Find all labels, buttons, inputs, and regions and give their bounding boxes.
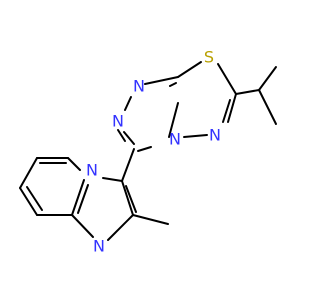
- bond: [71, 214, 94, 238]
- bond: [67, 157, 81, 171]
- atom-label-layer: N N N S N N N: [86, 48, 221, 256]
- bond: [183, 134, 208, 138]
- bond: [168, 102, 179, 138]
- molecule-canvas: N N N S N N N: [19, 48, 277, 256]
- bond: [121, 148, 135, 182]
- bond: [258, 66, 277, 91]
- atom-n-fused-bridge: N: [169, 130, 181, 149]
- bond: [26, 186, 43, 211]
- atom-n-triazole-left: N: [112, 112, 124, 131]
- bond-layer: [19, 61, 277, 241]
- bond: [19, 187, 38, 216]
- bond: [107, 214, 134, 241]
- bond: [235, 89, 260, 95]
- atom-n-thiadiazole: N: [209, 126, 221, 145]
- bond: [258, 89, 277, 125]
- bond: [132, 214, 169, 225]
- atom-n-triazole-top: N: [133, 77, 145, 96]
- bond: [77, 184, 89, 214]
- bond: [177, 61, 202, 78]
- bond: [121, 180, 134, 216]
- bond: [123, 131, 135, 145]
- bond: [169, 82, 177, 87]
- bond: [217, 63, 237, 95]
- structure-diagram: N N N S N N N: [19, 48, 277, 256]
- atom-n-pyridine-bridge: N: [86, 161, 98, 180]
- atom-n-imidazole: N: [93, 237, 105, 256]
- bond: [124, 96, 132, 111]
- bond: [227, 93, 237, 123]
- bond: [102, 177, 123, 182]
- bond: [144, 76, 179, 85]
- bond: [222, 99, 231, 123]
- bond: [19, 157, 38, 189]
- bond: [125, 185, 137, 213]
- atom-s-thiadiazole: S: [204, 48, 214, 67]
- bond: [137, 146, 152, 152]
- bond: [71, 179, 85, 216]
- bond: [117, 129, 126, 142]
